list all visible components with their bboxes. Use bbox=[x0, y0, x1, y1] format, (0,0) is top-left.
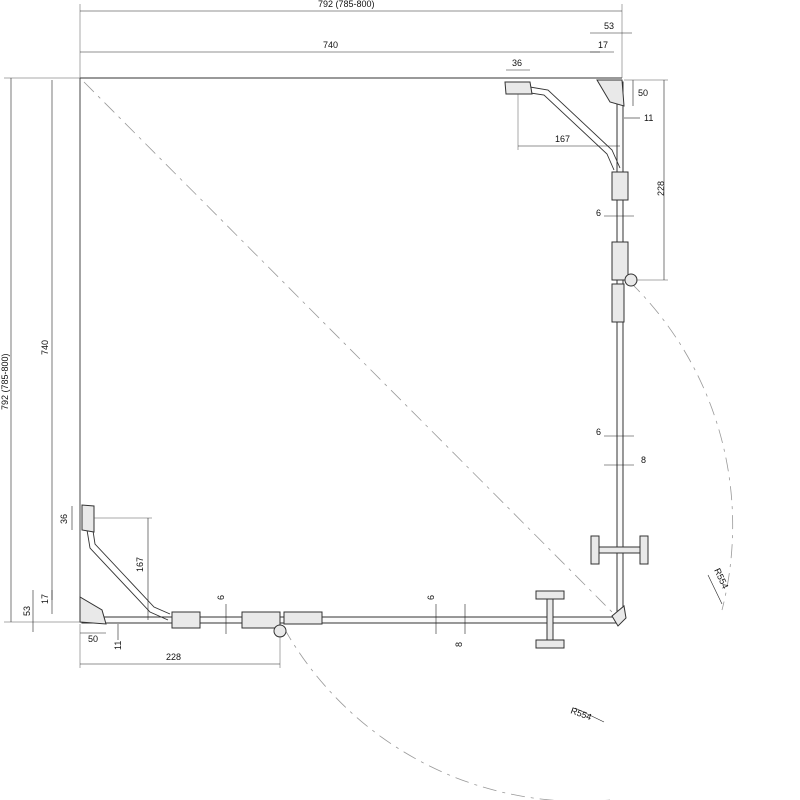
top-stabilizer-arm-inner bbox=[523, 91, 615, 171]
dim-left-53-label: 53 bbox=[22, 606, 32, 616]
swing-arc-right bbox=[629, 281, 734, 611]
radius-right-leader bbox=[707, 574, 723, 605]
top-arm-glass-clamp bbox=[611, 171, 629, 201]
right-door-handle-knob bbox=[639, 535, 649, 565]
dim-top-overall-label: 792 (785-800) bbox=[318, 0, 375, 9]
dim-top-17-label: 17 bbox=[598, 40, 608, 50]
dim-right-11-label: 11 bbox=[644, 113, 653, 123]
bottom-hinge-left bbox=[241, 611, 281, 629]
radius-right-label: R554 bbox=[712, 567, 730, 591]
radius-bottom-label: R554 bbox=[569, 705, 593, 722]
right-hinge-pivot bbox=[624, 273, 638, 287]
bottom-door-handle-bar bbox=[546, 598, 554, 646]
top-right-wall-bracket bbox=[596, 79, 625, 107]
top-stabilizer-arm bbox=[523, 85, 621, 169]
dim-right-glass-6-upper-label: 6 bbox=[596, 208, 601, 218]
dim-left-overall-label: 792 (785-800) bbox=[0, 353, 10, 410]
swing-arc-bottom bbox=[283, 627, 610, 800]
bottom-hinge-pivot bbox=[273, 624, 287, 638]
right-door-handle-bar bbox=[598, 546, 646, 554]
dim-top-36-label: 36 bbox=[512, 58, 522, 68]
left-stabilizer-arm bbox=[85, 523, 169, 621]
left-arm-glass-clamp bbox=[171, 611, 201, 629]
dim-bottom-50-label: 50 bbox=[88, 634, 98, 644]
right-door-handle bbox=[590, 535, 600, 565]
left-arm-wall-mount bbox=[81, 504, 95, 533]
bottom-hinge-right bbox=[283, 611, 323, 625]
dim-top-arm-167-label: 167 bbox=[555, 134, 570, 144]
dim-top-inner-label: 740 bbox=[323, 40, 338, 50]
dim-left-inner-label: 740 bbox=[40, 340, 50, 355]
dim-left-arm-167-label: 167 bbox=[135, 557, 145, 572]
top-arm-wall-mount bbox=[504, 81, 533, 95]
dim-bottom-glass-6-right-label: 6 bbox=[426, 595, 436, 600]
dim-top-53-label: 53 bbox=[604, 21, 614, 31]
dim-right-50-label: 50 bbox=[638, 88, 648, 98]
corner-joint bbox=[611, 605, 627, 627]
radius-bottom-leader bbox=[574, 707, 605, 723]
dim-bottom-11-label: 11 bbox=[113, 641, 123, 650]
bottom-door-handle bbox=[535, 590, 565, 600]
left-stabilizer-arm-inner bbox=[91, 523, 171, 615]
dim-left-36-label: 36 bbox=[59, 514, 69, 524]
dim-right-glass-8-label: 8 bbox=[641, 455, 646, 465]
right-hinge-lower bbox=[611, 283, 625, 323]
diagonal-centerline bbox=[83, 81, 613, 613]
bottom-door-handle-knob bbox=[535, 639, 565, 649]
right-hinge-upper bbox=[611, 241, 629, 281]
dim-bottom-glass-6-left-label: 6 bbox=[216, 595, 226, 600]
dim-right-glass-6-lower-label: 6 bbox=[596, 427, 601, 437]
bottom-left-wall-bracket bbox=[79, 596, 107, 625]
dim-bottom-228-label: 228 bbox=[166, 652, 181, 662]
dim-left-17-label: 17 bbox=[40, 594, 50, 604]
dim-bottom-glass-8-label: 8 bbox=[454, 642, 464, 647]
dim-right-228-label: 228 bbox=[656, 181, 666, 196]
